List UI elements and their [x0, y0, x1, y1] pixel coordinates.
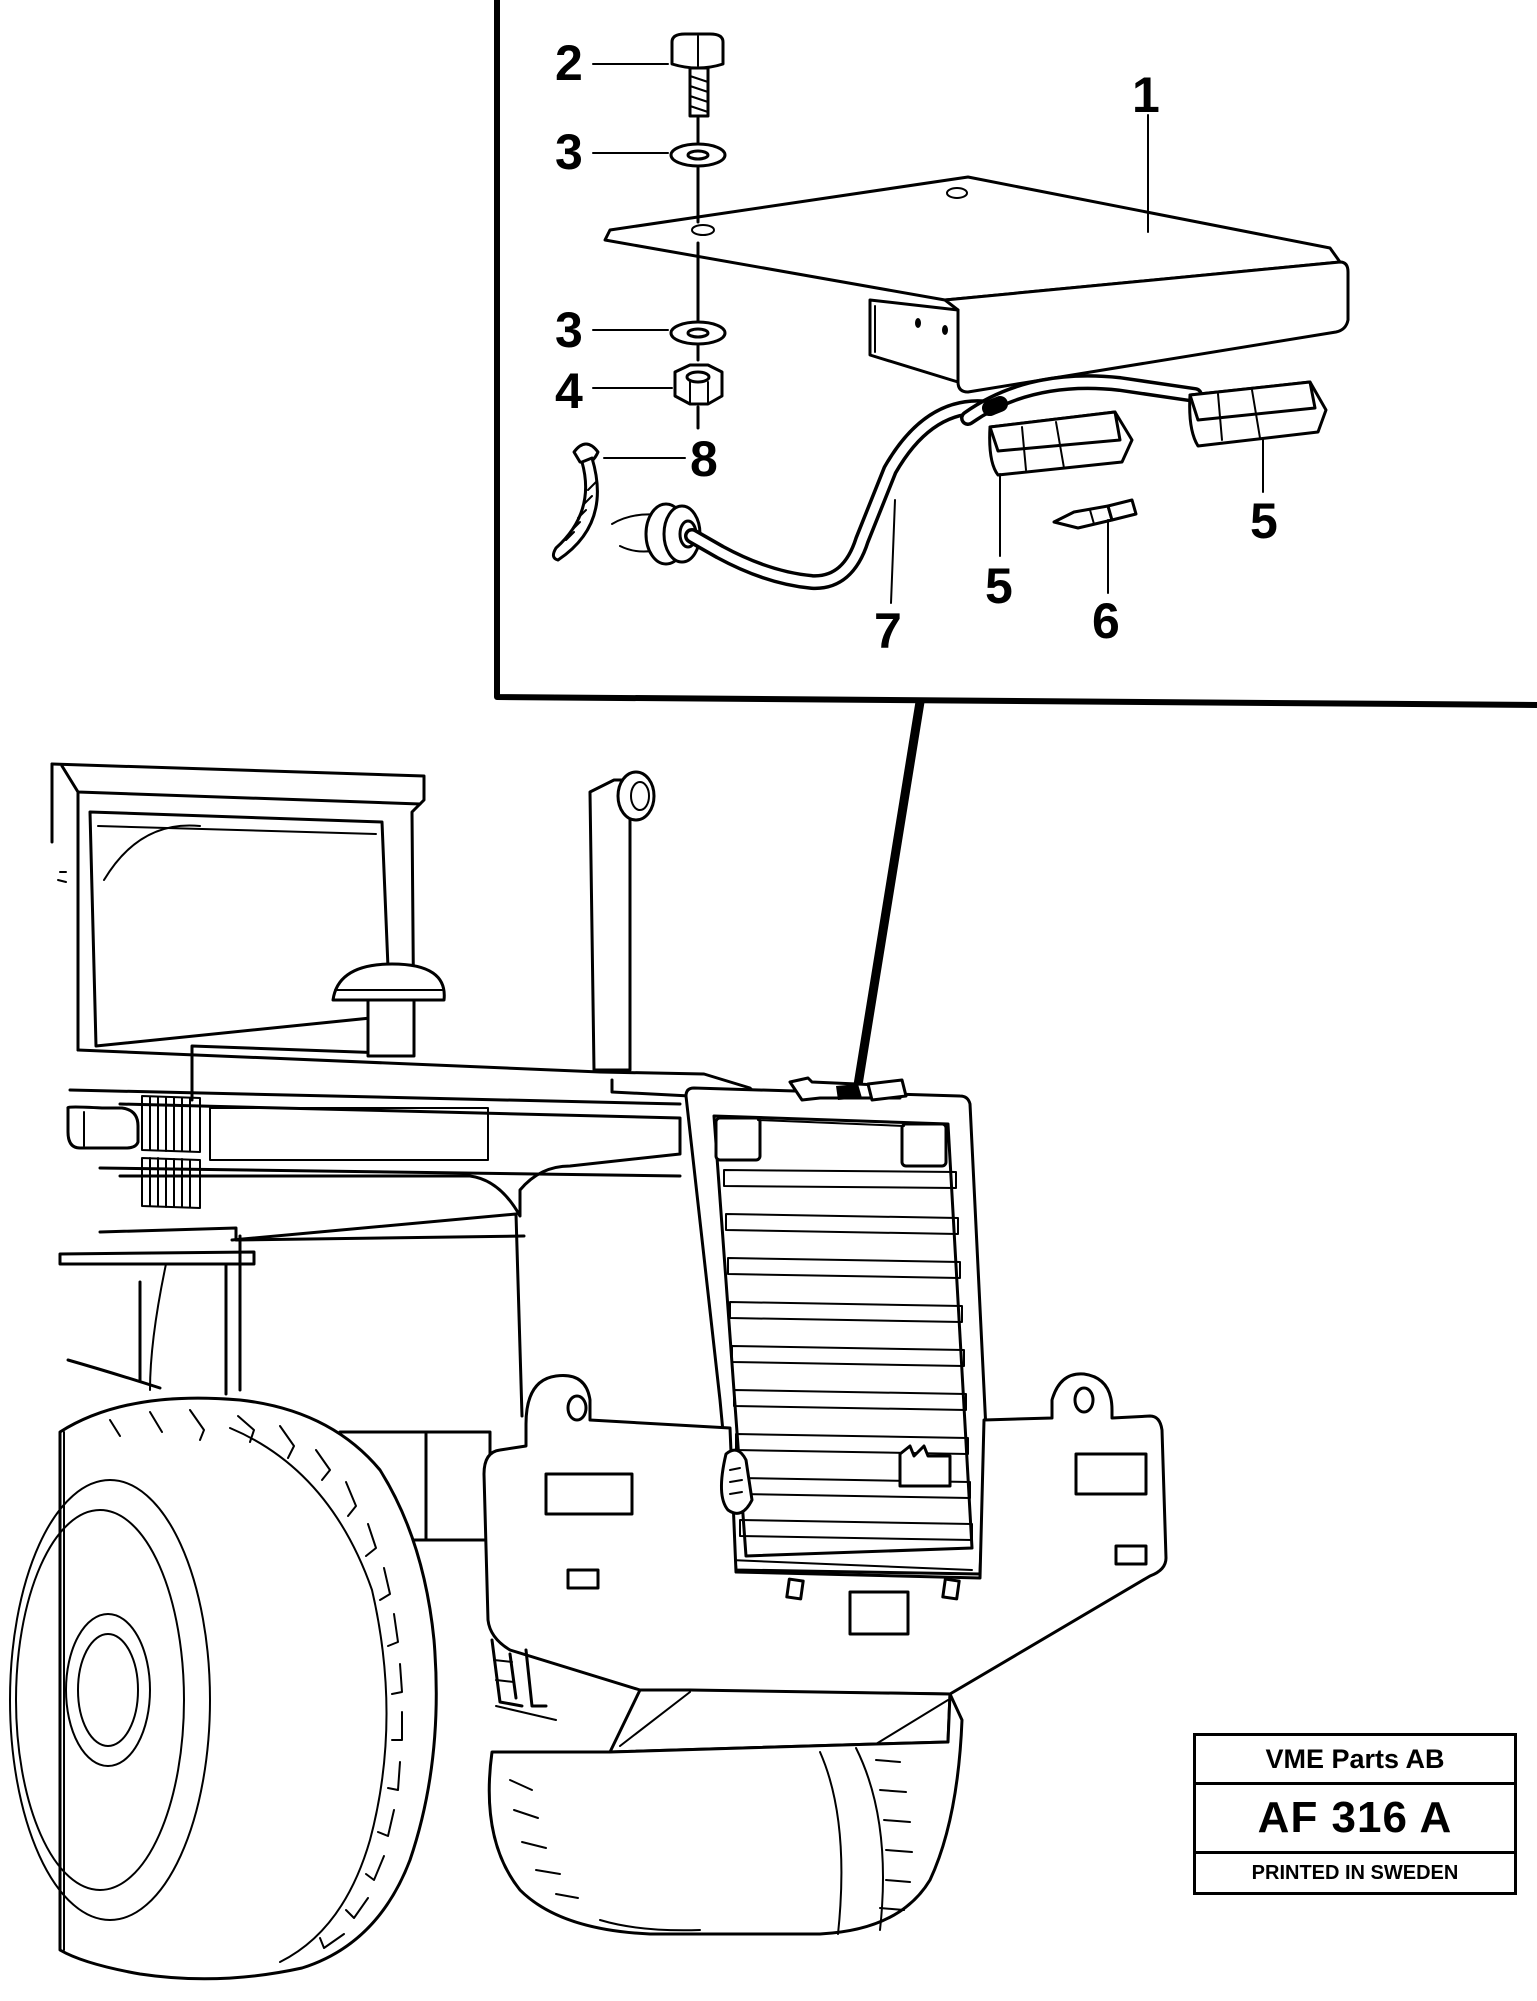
loader-body [58, 1048, 762, 1418]
callout-3-lower: 3 [555, 302, 583, 358]
inset-leader-line [853, 701, 925, 1086]
callout-7: 7 [874, 603, 902, 659]
callout-4: 4 [555, 363, 583, 419]
leader-lines [592, 63, 1264, 604]
washer-upper [669, 142, 727, 324]
lamp-housing-left [988, 410, 1134, 477]
cable-tie [551, 442, 600, 562]
printed-note: PRINTED IN SWEDEN [1251, 1862, 1459, 1884]
side-grille-upper [141, 1095, 201, 1153]
bolt [670, 32, 725, 144]
tire-right [487, 1692, 964, 1936]
title-block: VME Parts AB AF 316 A PRINTED IN SWEDEN [1193, 1733, 1517, 1895]
drawing-code: AF 316 A [1196, 1785, 1514, 1854]
callout-labels: 2 3 3 4 8 1 5 5 6 7 [555, 35, 1278, 659]
callout-1: 1 [1132, 67, 1160, 123]
company-name: VME Parts AB [1196, 1736, 1514, 1785]
lamp-housing-right [1188, 380, 1328, 448]
exhaust-pipe [588, 770, 656, 1072]
callout-5-left: 5 [985, 558, 1013, 614]
inset-frame [494, 0, 1537, 708]
tire-left [9, 1396, 438, 1981]
step-ladder [490, 1638, 557, 1721]
callout-6: 6 [1092, 593, 1120, 649]
detail-inset: 2 3 3 4 8 1 5 5 6 7 [494, 0, 1537, 1086]
counterweight [482, 1372, 1168, 1696]
cover-plate [603, 175, 1350, 394]
lamp-unit-on-hood [788, 1076, 908, 1102]
callout-3-upper: 3 [555, 124, 583, 180]
nut [673, 363, 724, 430]
callout-8: 8 [690, 431, 718, 487]
callout-5-right: 5 [1250, 493, 1278, 549]
side-grille-lower [141, 1157, 201, 1209]
washer-lower [669, 320, 727, 362]
bulb [1052, 498, 1138, 530]
callout-2: 2 [555, 35, 583, 91]
wheel-loader [9, 762, 1168, 1981]
loader-cab [50, 762, 426, 1102]
cable-harness [684, 374, 1203, 591]
air-intake [331, 962, 446, 1058]
